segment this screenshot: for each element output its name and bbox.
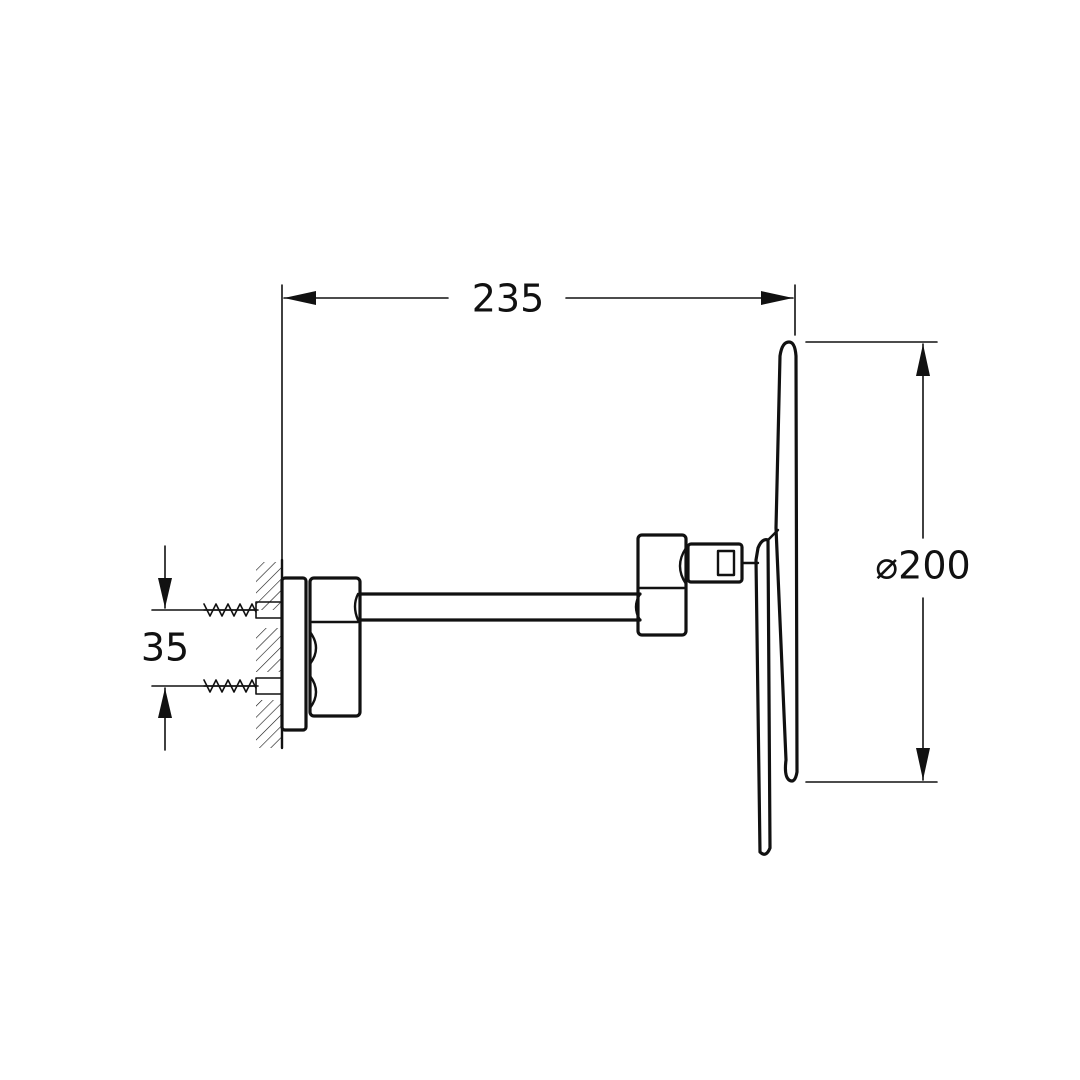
length-label: 235 xyxy=(472,277,545,321)
mirror-disc xyxy=(774,340,799,783)
wall-plate xyxy=(280,576,308,732)
spacing-dimension: 35 xyxy=(141,545,259,751)
bracket-hinge-top xyxy=(308,630,318,666)
diameter-arrow-bottom xyxy=(916,748,930,780)
mirror-back-plate xyxy=(754,538,772,856)
swivel-connector xyxy=(686,542,760,584)
spacing-label: 35 xyxy=(141,626,189,670)
arm-tube xyxy=(358,592,642,622)
wall-hatch-middle xyxy=(256,628,282,672)
diameter-label: ⌀200 xyxy=(875,544,970,588)
bracket-body xyxy=(308,576,362,718)
elbow-joint xyxy=(636,533,688,637)
length-arrow-right xyxy=(761,291,793,305)
length-arrow-left xyxy=(284,291,316,305)
length-dimension: 235 xyxy=(281,277,796,561)
mirror xyxy=(754,340,799,856)
screw-bottom xyxy=(203,677,283,695)
wall-hatch-bottom xyxy=(256,700,282,748)
swivel-pin xyxy=(716,549,736,577)
wall-bracket xyxy=(308,576,362,718)
diameter-dimension: ⌀200 xyxy=(805,341,971,783)
bracket-hinge-bottom xyxy=(308,674,318,710)
screw-bottom-plug xyxy=(255,677,283,695)
spacing-arrow-top xyxy=(158,578,172,608)
spacing-arrow-bottom xyxy=(158,688,172,718)
diameter-arrow-top xyxy=(916,344,930,376)
elbow-body xyxy=(636,533,688,637)
wall xyxy=(256,558,284,750)
